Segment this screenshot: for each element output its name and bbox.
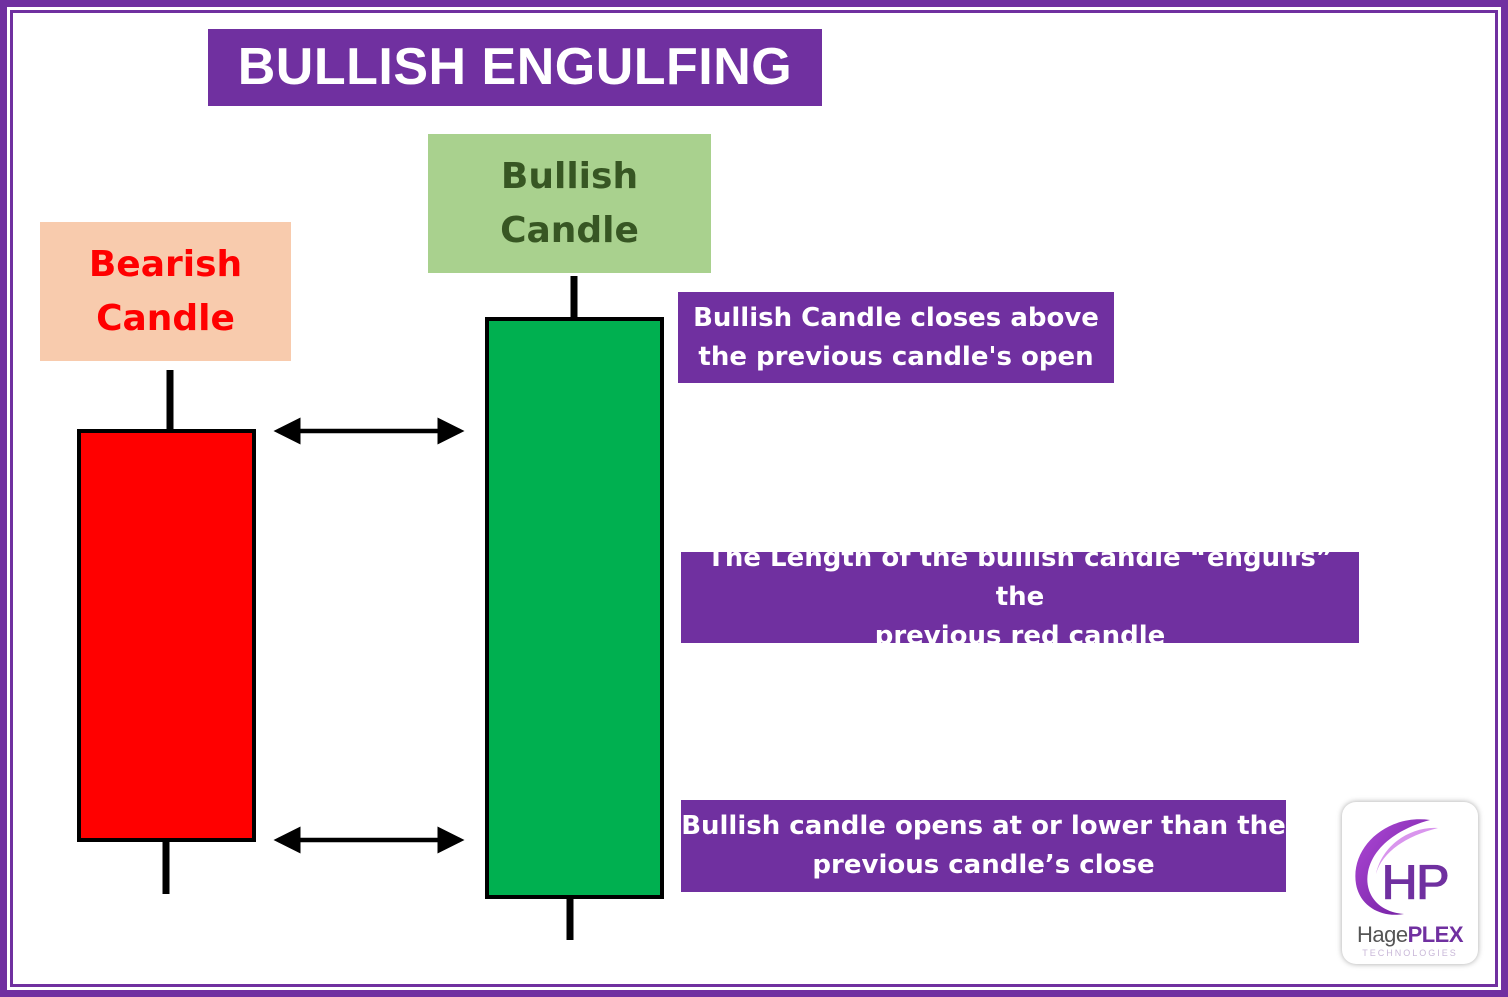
bullish-label-line-1: Bullish bbox=[500, 155, 639, 197]
page-title: BULLISH ENGULFING bbox=[208, 29, 822, 106]
note-3-line-1: Bullish candle opens at or lower than th… bbox=[681, 811, 1286, 841]
logo-mark-text: HP bbox=[1381, 854, 1449, 912]
note-3-line-2: previous candle’s close bbox=[812, 850, 1155, 880]
note-2-line-2: previous red candle bbox=[874, 621, 1166, 651]
note-closes-above: Bullish Candle closes above the previous… bbox=[678, 292, 1114, 383]
inner-frame bbox=[10, 10, 1498, 987]
note-1-line-2: the previous candle's open bbox=[698, 341, 1094, 372]
bearish-label-line-2: Candle bbox=[96, 297, 235, 339]
note-1-line-1: Bullish Candle closes above bbox=[693, 302, 1099, 333]
logo-subtitle: TECHNOLOGIES bbox=[1362, 948, 1458, 958]
note-opens-lower: Bullish candle opens at or lower than th… bbox=[681, 800, 1286, 892]
hageplex-logo: HP HagePLEX TECHNOLOGIES bbox=[1342, 802, 1478, 964]
note-2-line-1: The Length of the bullish candle “engulf… bbox=[707, 543, 1333, 612]
bearish-label-line-1: Bearish bbox=[88, 243, 243, 285]
logo-word-light: Hage bbox=[1356, 922, 1408, 947]
hp-logo-mark-icon: HP bbox=[1355, 819, 1452, 915]
bullish-candle-body bbox=[485, 317, 664, 899]
logo-wordmark: HagePLEX bbox=[1342, 922, 1478, 948]
bearish-candle-body bbox=[77, 429, 256, 842]
bearish-candle-label: Bearish Candle bbox=[40, 222, 291, 361]
logo-word-bold: PLEX bbox=[1407, 922, 1464, 947]
bullish-label-line-2: Candle bbox=[500, 209, 639, 251]
bullish-candle-label: Bullish Candle bbox=[428, 134, 711, 273]
note-engulfs-length: The Length of the bullish candle “engulf… bbox=[681, 543, 1359, 651]
